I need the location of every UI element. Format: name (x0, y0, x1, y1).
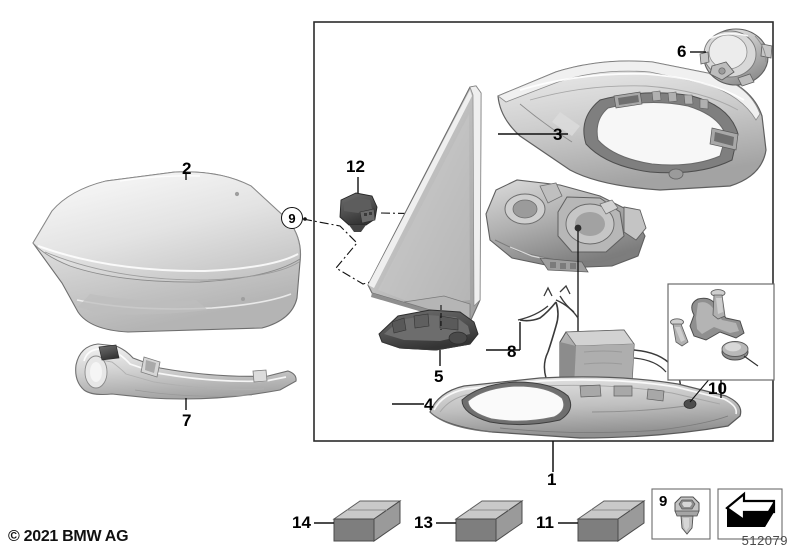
part-label-14: 14 (292, 513, 311, 532)
part-5-inner-bracket (378, 305, 479, 366)
diagram-part-number: 512079 (741, 533, 788, 548)
part-label-8: 8 (507, 342, 517, 361)
legend-direction-box (717, 488, 783, 540)
part-6-adjustment-drive-motor (690, 28, 773, 87)
carton-box-13 (436, 500, 524, 542)
main-assembly-frame (313, 21, 774, 472)
installation-direction-arrow-icon (725, 491, 776, 527)
part-4-lower-housing-shell (392, 337, 745, 439)
part-label-11: 11 (536, 513, 554, 532)
part-label-7: 7 (182, 411, 192, 430)
carton-box-11 (558, 500, 646, 542)
part-7-turn-indicator-light (75, 343, 297, 410)
part-label-9-callout: 9 (281, 207, 303, 229)
part-label-12: 12 (346, 157, 365, 176)
part-2-mirror-cover-cap (32, 171, 302, 333)
part-label-4: 4 (424, 395, 434, 414)
part-label-6: 6 (677, 42, 687, 61)
carton-box-14 (314, 500, 402, 542)
part-label-10: 10 (708, 379, 727, 398)
hex-head-screw-icon (674, 496, 700, 535)
part-label-13: 13 (414, 513, 433, 532)
legend-fastener-number: 9 (659, 493, 668, 510)
mirror-adjustment-mechanism (485, 179, 647, 345)
part-10-hardware-kit-box (667, 283, 775, 398)
part-label-1: 1 (547, 470, 557, 489)
part-label-5: 5 (434, 367, 444, 386)
copyright-notice: © 2021 BMW AG (8, 528, 129, 545)
part-label-2: 2 (182, 159, 192, 178)
part-3-mirror-housing-frame (497, 60, 767, 191)
mirror-glass-panel (367, 85, 482, 326)
legend-fastener-box (651, 488, 711, 540)
part-12-connector-clip (339, 177, 378, 232)
part-label-3: 3 (553, 125, 563, 144)
